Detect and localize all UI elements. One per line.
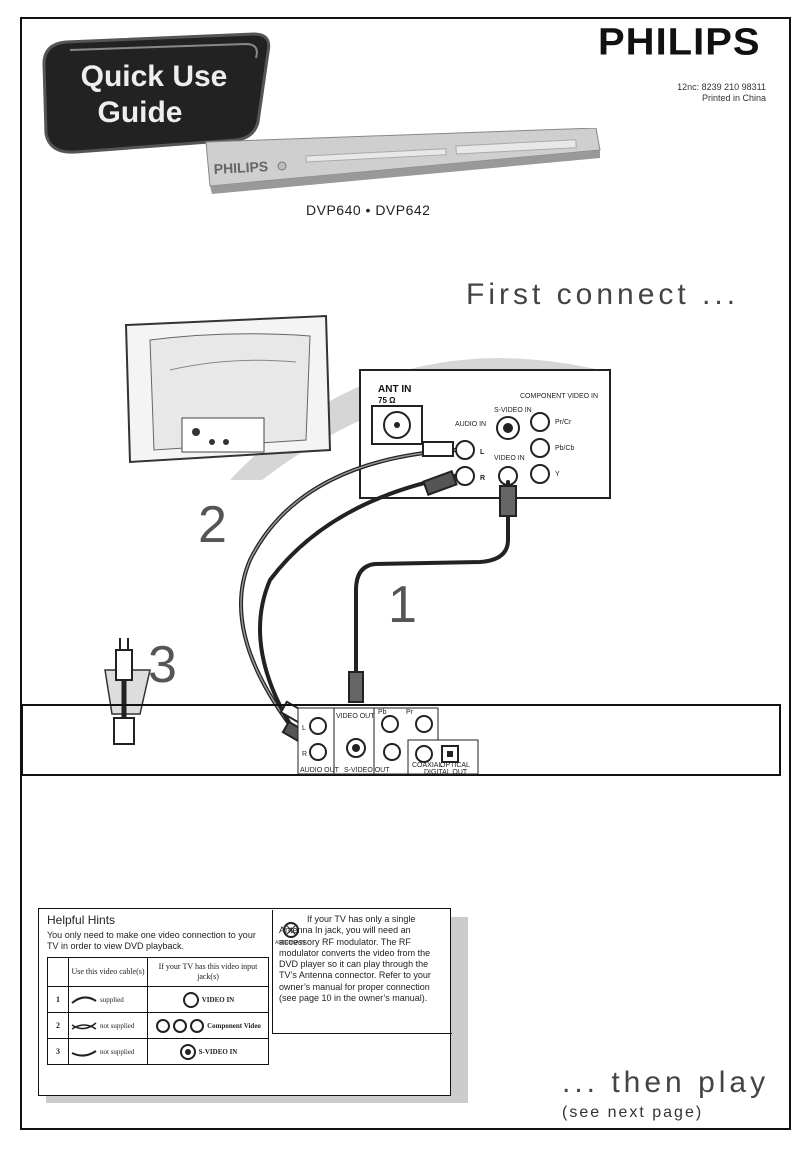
player-brand: PHILIPS: [213, 158, 268, 177]
dvd-audio-out: AUDIO OUT: [300, 767, 340, 774]
ant-label: ANT IN: [378, 384, 411, 395]
tv-audio-r: R: [480, 475, 485, 482]
connection-diagram: ANT IN 75 Ω AUDIO IN L R S-VIDEO IN VIDE…: [21, 314, 781, 776]
model-numbers: DVP640 • DVP642: [306, 202, 431, 218]
row-1-number: 1: [47, 986, 69, 1013]
video-cable-yellow: [354, 480, 510, 694]
component-cable-icon: [71, 1021, 97, 1030]
row-1-cable: supplied: [68, 986, 148, 1013]
row-2-cable: not supplied: [68, 1012, 148, 1039]
cable-table: Use this video cable(s) If your TV has t…: [47, 957, 269, 1065]
badge-line1: Quick Use: [81, 60, 228, 93]
col-tv-header: If your TV has this video input jack(s): [147, 957, 269, 987]
pb-cb-label: Pb/Cb: [555, 445, 575, 452]
rf-modulator-note: ANTENNA IN If your TV has only a single …: [272, 910, 452, 1034]
dvd-player-illustration: PHILIPS: [205, 128, 601, 194]
row-3-number: 3: [47, 1038, 69, 1065]
row-3-cable-note: not supplied: [100, 1047, 135, 1056]
composite-cable-icon: [71, 996, 97, 1004]
brand-logo: PHILIPS: [598, 21, 761, 63]
component-jacks-icon: [156, 1018, 205, 1033]
video-in-label: VIDEO IN: [494, 455, 525, 462]
dvd-digital-out: DIGITAL OUT: [424, 769, 468, 776]
tv-jack-panel: ANT IN 75 Ω AUDIO IN L R S-VIDEO IN VIDE…: [359, 369, 611, 499]
antenna-jack-icon: [283, 922, 299, 938]
dvd-coaxial: COAXIAL: [412, 762, 442, 769]
dvd-audio-l: L: [302, 725, 306, 732]
row-2-number: 2: [47, 1012, 69, 1039]
audio-cable-red: [258, 474, 457, 742]
tv-illustration: [124, 314, 332, 464]
document-code: 12nc: 8239 210 98311 Printed in China: [677, 82, 766, 104]
dvd-back-panel: L R VIDEO OUT Pb Pr AUDIO OUT S-VIDEO OU…: [21, 704, 781, 776]
step-3: 3: [148, 636, 177, 694]
svideo-in-label: S-VIDEO IN: [494, 407, 532, 414]
power-plug-illustration: [104, 638, 151, 745]
dvd-pr-label: Pr: [406, 709, 414, 716]
y-label: Y: [555, 471, 560, 478]
code-line2: Printed in China: [701, 93, 766, 103]
dvd-audio-r: R: [302, 751, 307, 758]
row-3-jack-label: S-VIDEO IN: [198, 1047, 238, 1056]
row-3-jack: S-VIDEO IN: [147, 1038, 269, 1065]
tv-audio-l: L: [480, 449, 485, 456]
pr-cr-label: Pr/Cr: [555, 419, 572, 426]
page-frame: [20, 17, 791, 1130]
dvd-video-out: VIDEO OUT: [336, 713, 375, 720]
row-1-jack: VIDEO IN: [147, 986, 269, 1013]
step-1: 1: [388, 576, 417, 634]
first-connect-heading: First connect ...: [466, 278, 740, 311]
rf-note-text: If your TV has only a single Antenna In …: [279, 914, 431, 1004]
cables: [239, 441, 517, 748]
ant-sub: 75 Ω: [378, 396, 396, 405]
quick-use-guide-badge: Quick Use Guide: [42, 32, 271, 154]
col-use-header: Use this video cable(s): [68, 957, 148, 987]
code-line1: 12nc: 8239 210 98311: [677, 82, 766, 92]
row-2-jack: Component Video: [147, 1012, 269, 1039]
dvd-svideo-out: S-VIDEO OUT: [344, 767, 390, 774]
row-1-jack-label: VIDEO IN: [201, 995, 235, 1004]
row-3-cable: not supplied: [68, 1038, 148, 1065]
step-2: 2: [198, 496, 227, 554]
hints-title: Helpful Hints: [47, 913, 116, 927]
dvd-optical: OPTICAL: [440, 762, 470, 769]
helpful-hints-box: Helpful Hints You only need to make one …: [38, 908, 452, 1096]
antenna-icon-label: ANTENNA IN: [275, 940, 306, 946]
row-2-jack-label: Component Video: [207, 1021, 261, 1030]
badge-line2: Guide: [97, 96, 182, 129]
svideo-cable-icon: [71, 1049, 97, 1057]
video-jack-icon: [182, 991, 199, 1008]
row-1-cable-note: supplied: [100, 995, 124, 1004]
hints-subtitle: You only need to make one video connecti…: [47, 930, 256, 951]
component-video-in-label: COMPONENT VIDEO IN: [520, 393, 598, 400]
audio-in-label: AUDIO IN: [455, 421, 486, 428]
svideo-jack-icon: [179, 1043, 196, 1060]
row-2-cable-note: not supplied: [100, 1021, 135, 1030]
dvd-pb-label: Pb: [378, 709, 387, 716]
see-next-page: (see next page): [562, 1104, 704, 1121]
then-play-heading: ... then play: [562, 1066, 770, 1099]
